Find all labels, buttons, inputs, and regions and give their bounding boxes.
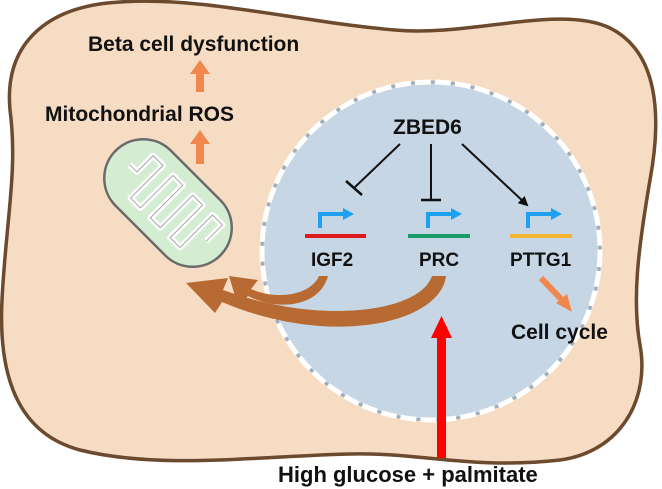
label-prc: PRC: [419, 250, 459, 271]
arrow-ros-to-beta: [190, 60, 210, 92]
nucleus: [259, 79, 603, 423]
mitochondrion: [103, 138, 233, 268]
arrow-prc-to-mitochondrion: [186, 276, 446, 327]
pttg1-gene: [510, 208, 572, 238]
arrow-stimulus-to-nucleus: [431, 316, 452, 458]
label-cell-cycle: Cell cycle: [511, 321, 608, 344]
nuclear-envelope-pores: [259, 79, 603, 423]
pttg1-tss-arrow-icon: [526, 212, 552, 228]
igf2-gene: [305, 208, 366, 238]
arrow-mito-to-ros: [190, 130, 210, 164]
label-mitochondrial-ros: Mitochondrial ROS: [45, 103, 234, 126]
zbed6-inhibits-prc: [421, 144, 441, 202]
label-beta-cell-dysfunction: Beta cell dysfunction: [88, 33, 299, 56]
igf2-tss-arrow-icon: [318, 212, 344, 228]
prc-gene: [408, 208, 470, 238]
prc-tss-arrow-icon: [426, 212, 452, 228]
zbed6-activates-pttg1: [461, 143, 529, 207]
zbed6-inhibits-igf2: [345, 143, 401, 196]
label-stimulus: High glucose + palmitate: [278, 462, 538, 487]
arrow-igf2-to-mitochondrion: [229, 276, 328, 306]
label-igf2: IGF2: [311, 250, 353, 271]
label-zbed6: ZBED6: [393, 116, 462, 139]
label-pttg1: PTTG1: [510, 250, 572, 271]
arrow-pttg1-to-cell-cycle: [538, 275, 572, 312]
